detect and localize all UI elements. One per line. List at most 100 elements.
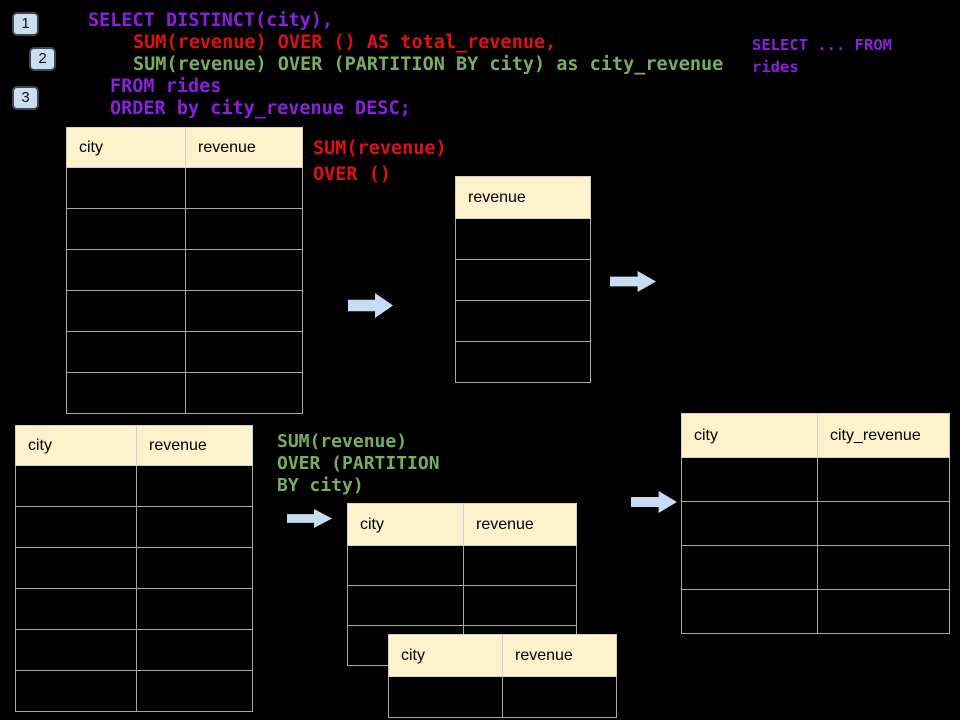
empty-cell (388, 676, 503, 718)
step-1-badge: 1 (12, 12, 39, 36)
table-row (455, 218, 591, 260)
table-row (681, 589, 950, 634)
table-row (66, 290, 303, 332)
empty-cell (817, 457, 950, 502)
empty-cell (455, 341, 591, 383)
empty-cell (136, 506, 253, 548)
empty-cell (817, 501, 950, 546)
table-row (15, 547, 253, 589)
table-row (455, 341, 591, 383)
empty-cell (136, 465, 253, 507)
label-line: SELECT ... FROM (752, 36, 892, 54)
label-line: OVER (PARTITION (277, 453, 440, 474)
column-header: revenue (463, 503, 577, 546)
empty-cell (15, 588, 137, 630)
label-line: SUM(revenue) (313, 138, 447, 159)
empty-cell (185, 331, 303, 373)
label-line: OVER () (313, 164, 391, 185)
empty-cell (817, 545, 950, 590)
column-header: revenue (185, 127, 303, 168)
empty-cell (455, 259, 591, 301)
empty-cell (463, 545, 577, 586)
empty-cell (681, 545, 818, 590)
sql-code-line: ORDER by city_revenue DESC; (110, 98, 411, 119)
column-header: city (66, 127, 186, 168)
empty-cell (817, 589, 950, 634)
column-header: revenue (136, 425, 253, 466)
label-line: rides (752, 58, 799, 76)
empty-cell (66, 249, 186, 291)
table-row (15, 506, 253, 548)
column-header: city (388, 634, 503, 677)
empty-cell (136, 629, 253, 671)
empty-cell (136, 588, 253, 630)
table-row (15, 588, 253, 630)
table-row (681, 501, 950, 546)
empty-cell (347, 585, 464, 626)
empty-cell (15, 506, 137, 548)
label-line: SUM(revenue) (277, 431, 408, 452)
column-header: revenue (455, 176, 591, 219)
empty-cell (15, 670, 137, 712)
column-header: city (681, 413, 818, 458)
right-block-arrow-icon (348, 293, 393, 318)
table-row (66, 208, 303, 250)
empty-cell (681, 501, 818, 546)
table-row (66, 167, 303, 209)
sql-code-line: SUM(revenue) OVER (PARTITION BY city) as… (133, 54, 724, 75)
table-row (66, 331, 303, 373)
sum-over-label: SUM(revenue) OVER () (313, 136, 447, 188)
empty-cell (185, 167, 303, 209)
table-row (347, 545, 577, 586)
empty-cell (463, 585, 577, 626)
sql-code-line: SELECT DISTINCT(city), (88, 10, 334, 31)
table-row (15, 670, 253, 712)
empty-cell (455, 300, 591, 342)
empty-cell (681, 457, 818, 502)
sql-code-line: SUM(revenue) OVER () AS total_revenue, (133, 32, 557, 53)
column-header: revenue (502, 634, 617, 677)
empty-cell (185, 208, 303, 250)
empty-cell (66, 372, 186, 414)
select-from-rides-note: SELECT ... FROM rides (752, 34, 892, 78)
table-row (66, 249, 303, 291)
header-row: revenue (455, 176, 591, 219)
right-block-arrow-icon (631, 491, 677, 513)
column-header: city (347, 503, 464, 546)
sql-code-line: FROM rides (110, 76, 222, 97)
empty-cell (502, 676, 617, 718)
empty-cell (15, 547, 137, 589)
empty-cell (347, 545, 464, 586)
empty-cell (66, 208, 186, 250)
empty-cell (66, 167, 186, 209)
table-row (455, 300, 591, 342)
empty-cell (455, 218, 591, 260)
empty-cell (185, 290, 303, 332)
empty-cell (15, 465, 137, 507)
total-revenue-table: revenue (455, 176, 591, 383)
label-line: BY city) (277, 475, 364, 496)
empty-cell (15, 629, 137, 671)
table-row (15, 465, 253, 507)
empty-cell (66, 331, 186, 373)
table-row (455, 259, 591, 301)
table-row (681, 457, 950, 502)
step-3-badge: 3 (12, 86, 39, 110)
table-row (15, 629, 253, 671)
table-row (681, 545, 950, 590)
sql-code-block: SELECT DISTINCT(city),SUM(revenue) OVER … (88, 10, 723, 120)
table-row (66, 372, 303, 414)
empty-cell (66, 290, 186, 332)
table-row (388, 676, 617, 718)
column-header: city (15, 425, 137, 466)
empty-cell (185, 249, 303, 291)
empty-cell (136, 547, 253, 589)
